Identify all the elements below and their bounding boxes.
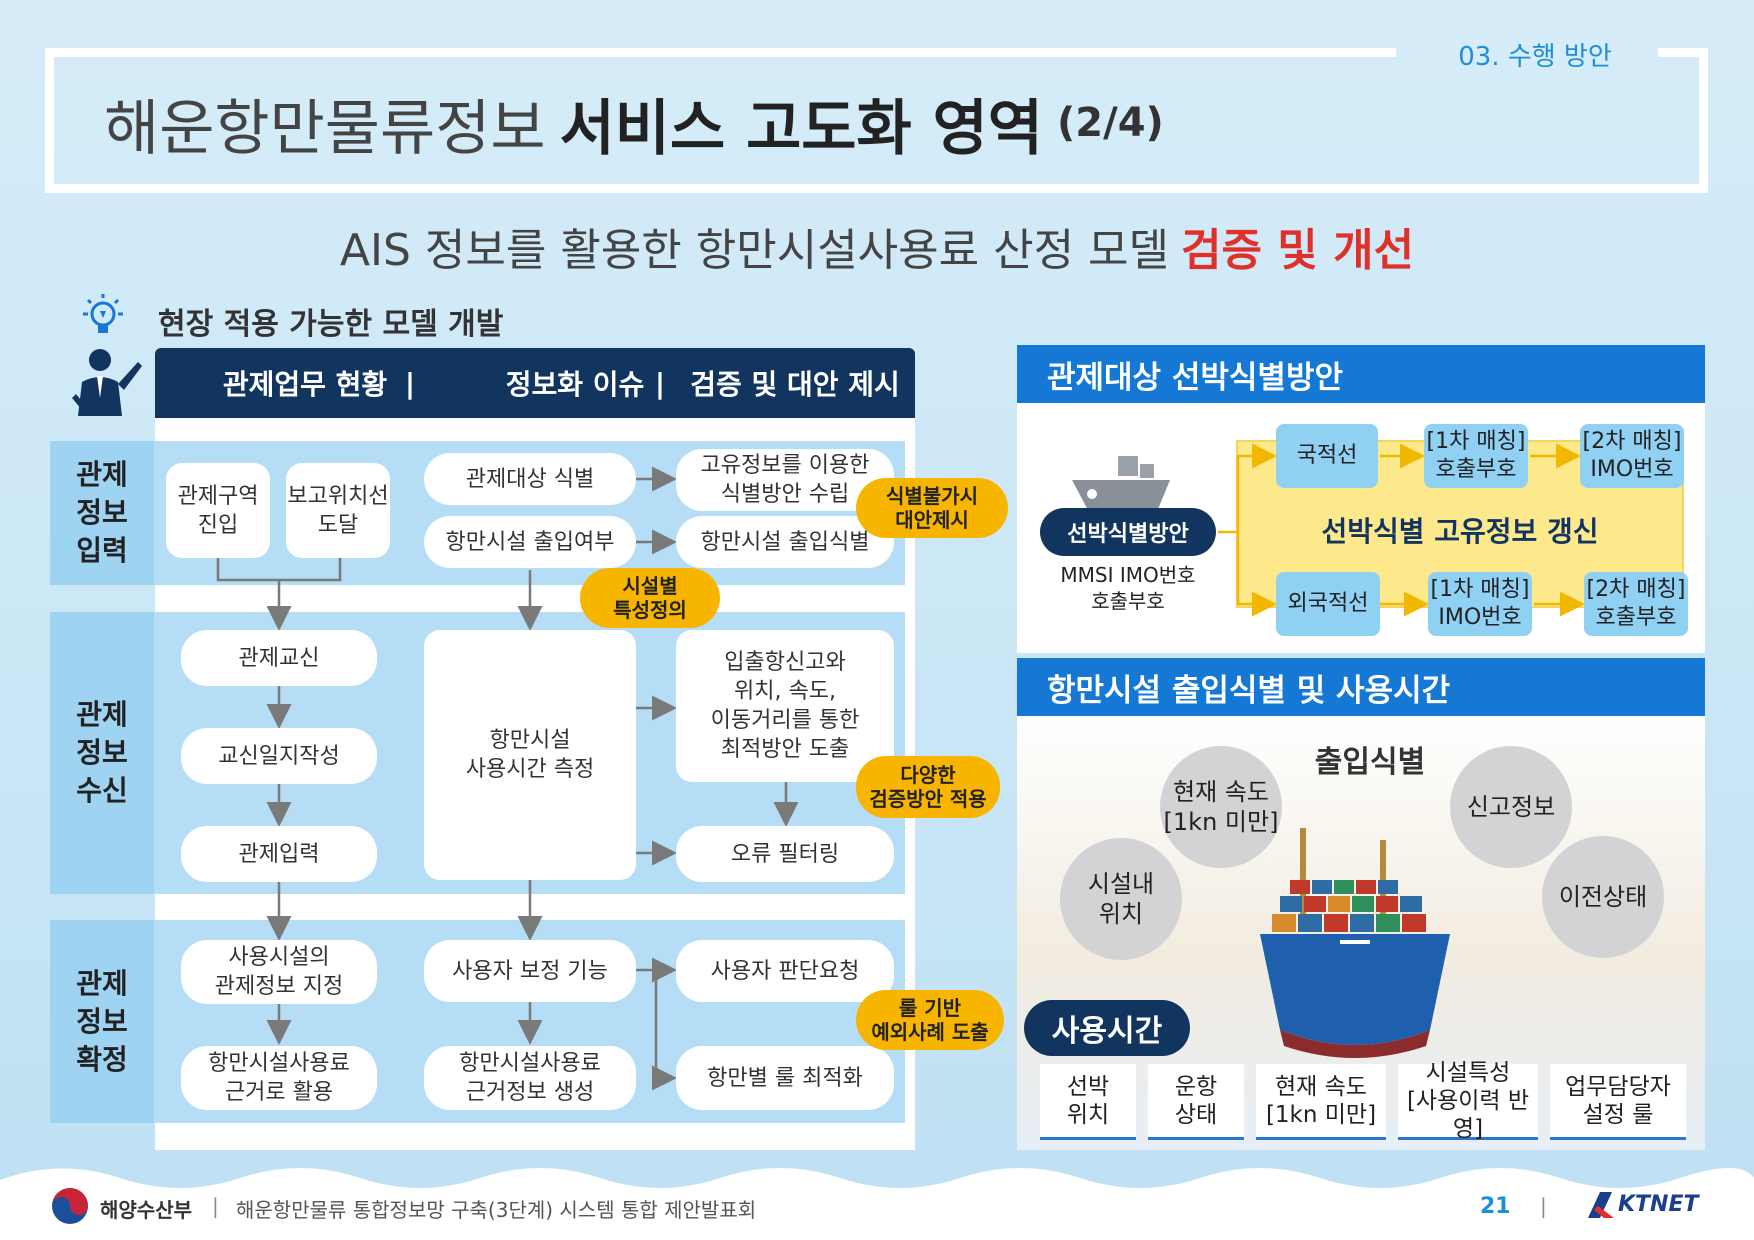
footer-separator: | [1540,1194,1547,1218]
circle-report: 신고정보 [1450,746,1572,868]
ministry-logo-icon [52,1188,88,1224]
usage-cell-rule: 업무담당자 설정 룰 [1550,1064,1686,1140]
node-comm: 관제교신 [181,630,377,686]
node-control-zone: 관제구역 진입 [166,463,270,558]
node-designate: 사용시설의 관제정보 지정 [181,940,377,1004]
column-separator: | [654,366,666,400]
tag-alternative: 식별불가시 대안제시 [856,478,1008,538]
ktnet-logo-icon [1588,1192,1614,1218]
node-filter: 오류 필터링 [676,826,894,882]
node-identify: 관제대상 식별 [424,453,636,505]
tag-rule: 룰 기반 예외사례 도출 [856,990,1004,1050]
node-entry: 항만시설 출입여부 [424,516,636,568]
row-label-input: 관제 정보 입력 [50,441,154,585]
node-report-point: 보고위치선 도달 [286,463,390,558]
usage-cell-position: 선박 위치 [1040,1064,1136,1140]
row-label-receive: 관제 정보 수신 [50,612,154,894]
node-national: 국적선 [1276,424,1378,488]
cargo-ship-image [1260,828,1450,1058]
footer-company: KTNET [1618,1192,1699,1217]
node-nat-first: [1차 매칭] 호출부호 [1424,424,1528,488]
title-frame-gap [1396,40,1658,62]
circle-prev-state: 이전상태 [1542,836,1664,958]
column-header-proposal: 검증 및 대안 제시 [690,368,900,401]
node-for-first: [1차 매칭] IMO번호 [1428,572,1532,636]
node-judge: 사용자 판단요청 [676,940,894,1002]
row-label-confirm: 관제 정보 확정 [50,920,154,1123]
usage-label: 사용시간 [1024,1000,1190,1056]
circle-location: 시설내 위치 [1060,838,1182,960]
page-title: 해운항만물류정보 서비스 고도화 영역 (2/4) [104,78,1164,168]
node-log: 교신일지작성 [181,728,377,784]
tag-various: 다양한 검증방안 적용 [856,756,1000,818]
identification-center: 선박식별 고유정보 갱신 [1321,515,1599,548]
node-correction: 사용자 보정 기능 [424,940,636,1002]
entry-label: 출입식별 [1314,745,1426,780]
footer-page: 21 [1480,1194,1511,1219]
node-generate: 항만시설사용료 근거정보 생성 [424,1046,636,1110]
method-desc: MMSI IMO번호 호출부호 [1060,563,1196,613]
subtitle-text: AIS 정보를 활용한 항만시설사용료 산정 모델 [339,225,1170,276]
column-header-bar: 관제업무 현황 | 정보화 이슈 | 검증 및 대안 제시 [155,348,915,418]
node-input: 관제입력 [181,826,377,882]
ship-icon [1072,456,1170,514]
usage-cell-speed: 현재 속도 [1kn 미만] [1256,1064,1386,1140]
node-use-basis: 항만시설사용료 근거로 활용 [181,1046,377,1110]
node-entry-id: 항만시설 출입식별 [676,516,894,568]
column-separator: | [404,366,416,400]
panel-title-identification: 관제대상 선박식별방안 [1017,345,1705,403]
footer-wave [0,1168,1754,1240]
footer-doc: 해운항만물류 통합정보망 구축(3단계) 시스템 통합 제안발표회 [236,1198,757,1222]
usage-cell-operation: 운항 상태 [1148,1064,1244,1140]
node-nat-second: [2차 매칭] IMO번호 [1580,424,1684,488]
node-optimize: 항만별 룰 최적화 [676,1046,894,1110]
presenter-icon [72,349,142,416]
column-header-status: 관제업무 현황 [222,368,388,401]
node-measure: 항만시설 사용시간 측정 [424,630,636,880]
lightbulb-icon [83,294,123,333]
footer-ministry: 해양수산부 [100,1198,192,1222]
footer-separator: | [212,1194,219,1218]
method-label: 선박식별방안 [1040,508,1216,556]
subtitle-highlight: 검증 및 개선 [1181,225,1415,276]
subtitle: AIS 정보를 활용한 항만시설사용료 산정 모델 검증 및 개선 [0,214,1754,278]
panel-title-usage: 항만시설 출입식별 및 사용시간 [1017,658,1705,716]
node-foreign: 외국적선 [1276,572,1380,636]
usage-cell-facility: 시설특성 [사용이력 반영] [1398,1060,1538,1142]
column-header-issue: 정보화 이슈 [505,368,645,401]
title-frame [45,48,1708,193]
node-derive: 입출항신고와 위치, 속도, 이동거리를 통한 최적방안 도출 [676,630,894,782]
circle-speed: 현재 속도 [1kn 미만] [1160,746,1282,868]
title-bold: 서비스 고도화 영역 [559,93,1043,164]
node-for-second: [2차 매칭] 호출부호 [1584,572,1688,636]
section-label: 03. 수행 방안 [1458,41,1612,72]
tag-facility: 시설별 특성정의 [580,568,720,628]
title-page: (2/4) [1057,100,1164,146]
title-light: 해운항만물류정보 [104,93,546,164]
node-unique: 고유정보를 이용한 식별방안 수립 [676,449,894,511]
subhead: 현장 적용 가능한 모델 개발 [158,307,504,342]
